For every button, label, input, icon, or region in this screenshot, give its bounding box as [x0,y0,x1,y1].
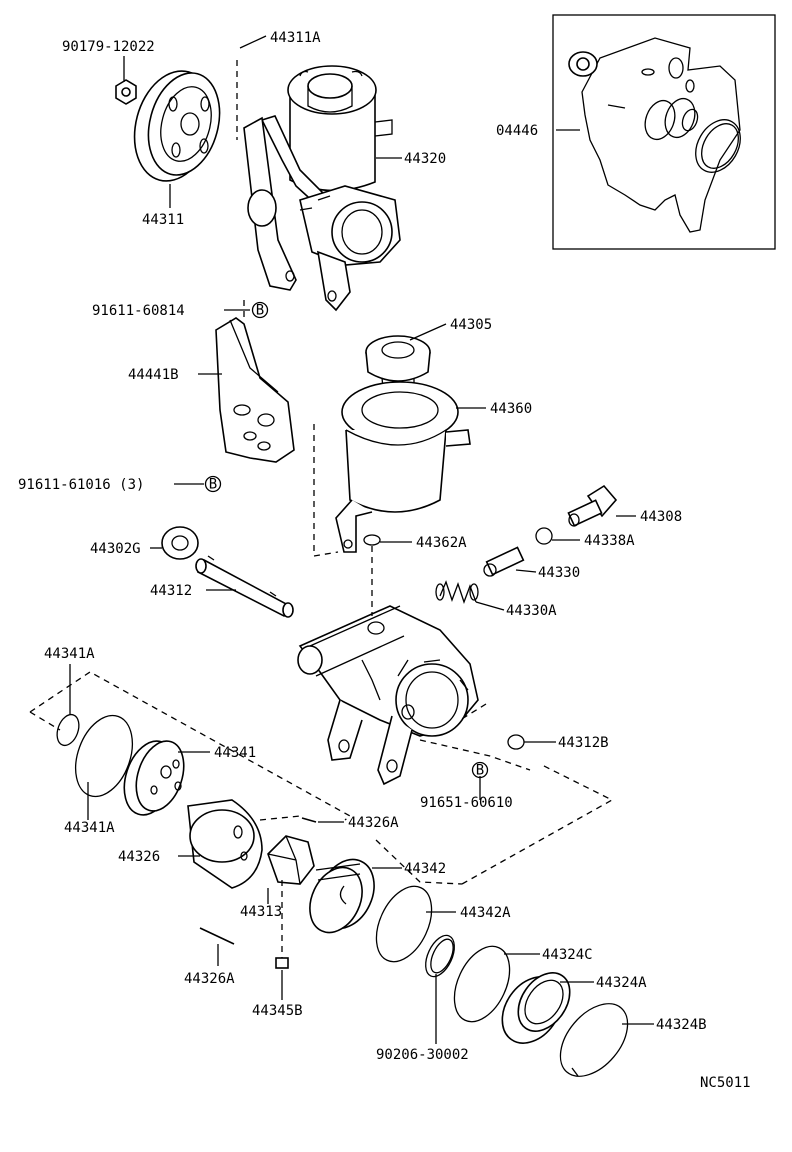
label-44311A: 44311A [270,30,321,46]
label-91651-60610: 91651-60610 [420,795,513,811]
o-ring-44342A [375,885,433,963]
o-ring-44341A-large [75,714,133,798]
diagram-code: NC5011 [700,1075,751,1091]
label-44342A: 44342A [460,905,511,921]
spring-drawing [435,580,479,604]
bolt-marker-1-label: B [256,303,264,319]
label-44338A: 44338A [584,533,635,549]
pump-body-drawing [297,605,479,786]
label-44324A: 44324A [596,975,647,991]
label-90206-30002: 90206-30002 [376,1047,469,1063]
label-44341A-bottom: 44341A [64,820,115,836]
label-90179-12022: 90179-12022 [62,39,155,55]
label-44308: 44308 [640,509,682,525]
bolt-marker-2-label: B [209,477,217,493]
bolt-marker-2: B [204,475,222,493]
label-44324B: 44324B [656,1017,707,1033]
label-44326: 44326 [118,849,160,865]
vane-pin-44326A-top [301,817,317,823]
label-44311: 44311 [142,212,184,228]
label-44324C: 44324C [542,947,593,963]
o-ring-44341A-small [56,713,80,747]
label-44360: 44360 [490,401,532,417]
side-plate-drawing [123,740,185,816]
part-labels: 90179-12022 44311A 44311 44320 04446 916… [18,30,707,1063]
union-fitting-drawing [567,484,618,527]
label-44312B: 44312B [558,735,609,751]
assembly-guide-lines [29,60,614,958]
seal-kit-bearing-drawing [568,51,598,77]
bolt-marker-1: B [251,301,269,319]
seal-kit-gasket-drawing [581,37,741,233]
seal-kit-o-rings [644,97,741,173]
seal-kit-box [552,14,776,250]
cam-ring-drawing [187,799,263,889]
bolt-marker-3-label: B [476,763,484,779]
label-44342: 44342 [404,861,446,877]
bracket-drawing [215,317,295,463]
o-ring-44324C [453,945,511,1023]
label-04446: 04446 [496,123,538,139]
o-ring-44362A [363,534,381,546]
label-44330: 44330 [538,565,580,581]
label-44341: 44341 [214,745,256,761]
o-ring-44338A [535,527,553,545]
end-cover-drawing [501,972,571,1044]
label-44345B: 44345B [252,1003,303,1019]
vane-pin-44326A-bottom [199,927,235,945]
label-44330A: 44330A [506,603,557,619]
label-44313: 44313 [240,904,282,920]
rotor-drawing [267,835,315,885]
snap-ring-44312B [507,734,525,750]
flow-control-valve-drawing [483,546,525,577]
pressure-plate-drawing [309,858,375,934]
label-44305: 44305 [450,317,492,333]
pin-44345B [275,957,289,969]
label-44302G: 44302G [90,541,141,557]
reservoir-tank-drawing [335,381,471,553]
shaft-drawing [195,555,294,618]
label-44441B: 44441B [128,367,179,383]
bearing-drawing [161,526,199,560]
label-44312: 44312 [150,583,192,599]
label-44326A-bottom: 44326A [184,971,235,987]
pulley-drawing [133,70,221,182]
bolt-marker-3: B [471,761,489,779]
retaining-ring-44324B [559,1003,629,1077]
label-44320: 44320 [404,151,446,167]
leader-lines [69,35,654,1044]
label-44341A-top: 44341A [44,646,95,662]
snap-ring-90206-30002 [425,934,455,978]
nut-drawing [115,79,137,105]
label-91611-61016: 91611-61016 (3) [18,477,144,493]
assembled-pump-drawing [243,65,401,312]
label-44362A: 44362A [416,535,467,551]
label-91611-60814: 91611-60814 [92,303,185,319]
label-44326A-top: 44326A [348,815,399,831]
